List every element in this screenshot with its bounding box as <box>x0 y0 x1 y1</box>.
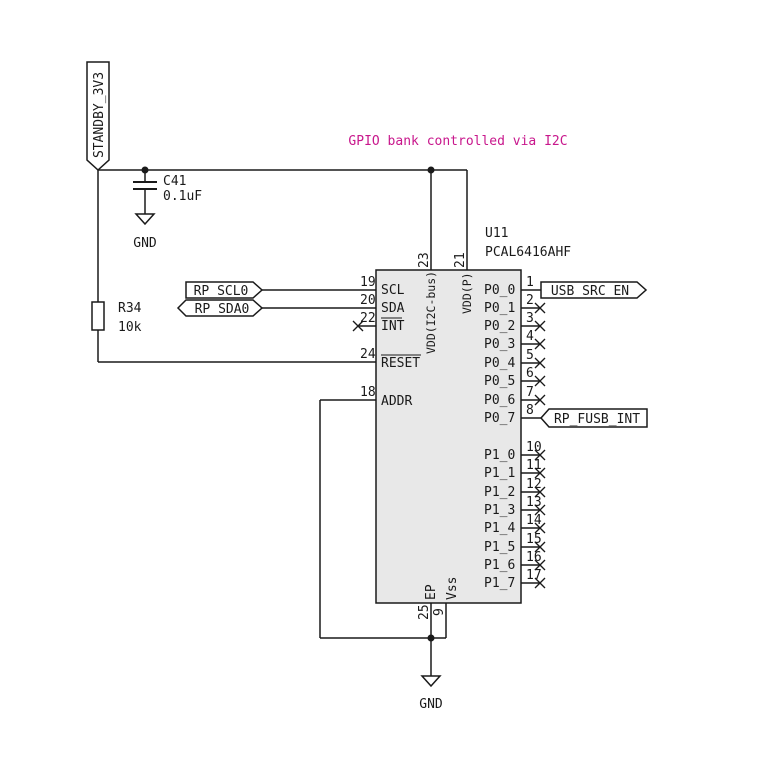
pin-name-p0-7: P0_7 <box>484 411 515 426</box>
net-label-sda: RP_SDA0 <box>176 299 264 317</box>
pin-name-p0-1: P0_1 <box>484 301 515 316</box>
top-rail-wires <box>97 166 468 302</box>
pin-num-2: 2 <box>526 293 534 308</box>
pin-name-p1-1: P1_1 <box>484 466 515 481</box>
pin-num-15: 15 <box>526 532 542 547</box>
net-label-usb-src-en: USB_SRC_EN <box>521 281 648 299</box>
pin-num-6: 6 <box>526 366 534 381</box>
junction-dot <box>427 166 435 174</box>
cap-ref: C41 <box>163 174 186 189</box>
gnd-label-top: GND <box>133 236 157 251</box>
resistor-r34: R34 10k <box>91 301 376 363</box>
pin-num-int: 22 <box>360 311 376 326</box>
pin-num-reset: 24 <box>360 347 376 362</box>
res-ref: R34 <box>118 301 142 316</box>
pin-name-vss: Vss <box>445 577 460 600</box>
pin-num-ep: 25 <box>417 604 432 620</box>
ground-icon <box>420 675 442 688</box>
pin-name-vdd-p: VDD(P) <box>460 272 474 314</box>
pin-name-p1-3: P1_3 <box>484 503 515 518</box>
pin-num-1: 1 <box>526 275 534 290</box>
pin-name-p1-7: P1_7 <box>484 576 515 591</box>
pin-name-p1-0: P1_0 <box>484 448 515 463</box>
pin-name-p0-3: P0_3 <box>484 337 515 352</box>
capacitor-c41: C41 0.1uF GND <box>133 170 202 251</box>
pin-num-sda: 20 <box>360 293 376 308</box>
pin-num-4: 4 <box>526 329 534 344</box>
chip-u11: U11 PCAL6416AHF 19 20 22 24 18 SCL SDA I… <box>262 226 571 712</box>
chip-ref: U11 <box>485 226 508 241</box>
net-label-rp-fusb-int: RP_FUSB_INT <box>521 408 648 428</box>
pin-name-p1-5: P1_5 <box>484 540 515 555</box>
pin-name-p1-4: P1_4 <box>484 521 515 536</box>
pin-name-p0-6: P0_6 <box>484 393 515 408</box>
pin-num-7: 7 <box>526 385 534 400</box>
pin-num-12: 12 <box>526 477 542 492</box>
net-label-scl: RP_SCL0 <box>185 281 264 299</box>
chip-body <box>375 269 522 604</box>
pin-num-5: 5 <box>526 348 534 363</box>
pin-num-vdd-p: 21 <box>453 252 468 268</box>
right-pins: P0_0 1P0_1 2P0_2 3P0_3 4P0_4 5P0_5 6P0_6 7P0_7 8… <box>484 275 546 591</box>
pin-num-13: 13 <box>526 495 542 510</box>
net-label-text: RP_SDA0 <box>195 302 250 317</box>
pin-name-scl: SCL <box>381 283 405 298</box>
pin-num-vss: 9 <box>432 608 447 616</box>
pin-name-int: INT <box>381 319 405 334</box>
pin-name-p1-2: P1_2 <box>484 485 515 500</box>
pin-num-11: 11 <box>526 458 542 473</box>
pin-name-reset: RESET <box>381 356 420 371</box>
pin-num-vdd-i2c: 23 <box>417 252 432 268</box>
annotation-note: GPIO bank controlled via I2C <box>348 134 567 149</box>
pin-name-p0-0: P0_0 <box>484 283 515 298</box>
pin-name-p1-6: P1_6 <box>484 558 515 573</box>
net-label-text: RP_FUSB_INT <box>554 412 640 427</box>
pin-num-17: 17 <box>526 568 542 583</box>
pin-name-p0-4: P0_4 <box>484 356 515 371</box>
ground-icon <box>134 213 156 226</box>
pin-name-p0-2: P0_2 <box>484 319 515 334</box>
net-label-text: RP_SCL0 <box>194 284 249 299</box>
net-label-text: USB_SRC_EN <box>551 284 629 299</box>
cap-value: 0.1uF <box>163 189 202 204</box>
pin-name-ep: EP <box>424 584 439 600</box>
pin-num-addr: 18 <box>360 385 376 400</box>
junction-dot <box>427 634 435 642</box>
pin-num-10: 10 <box>526 440 542 455</box>
pin-num-14: 14 <box>526 513 542 528</box>
power-label-standby: STANDBY_3V3 <box>86 61 110 172</box>
chip-part: PCAL6416AHF <box>485 245 571 260</box>
pin-name-addr: ADDR <box>381 394 412 409</box>
pin-name-vdd-i2c: VDD(I2C-bus) <box>424 271 438 354</box>
pin-num-8: 8 <box>526 403 534 418</box>
pin-num-3: 3 <box>526 311 534 326</box>
pin-num-scl: 19 <box>360 275 376 290</box>
gnd-label-bottom: GND <box>419 697 443 712</box>
pin-name-sda: SDA <box>381 301 405 316</box>
res-value: 10k <box>118 320 142 335</box>
pin-name-p0-5: P0_5 <box>484 374 515 389</box>
rail-name: STANDBY_3V3 <box>92 72 107 158</box>
pin-num-16: 16 <box>526 550 542 565</box>
